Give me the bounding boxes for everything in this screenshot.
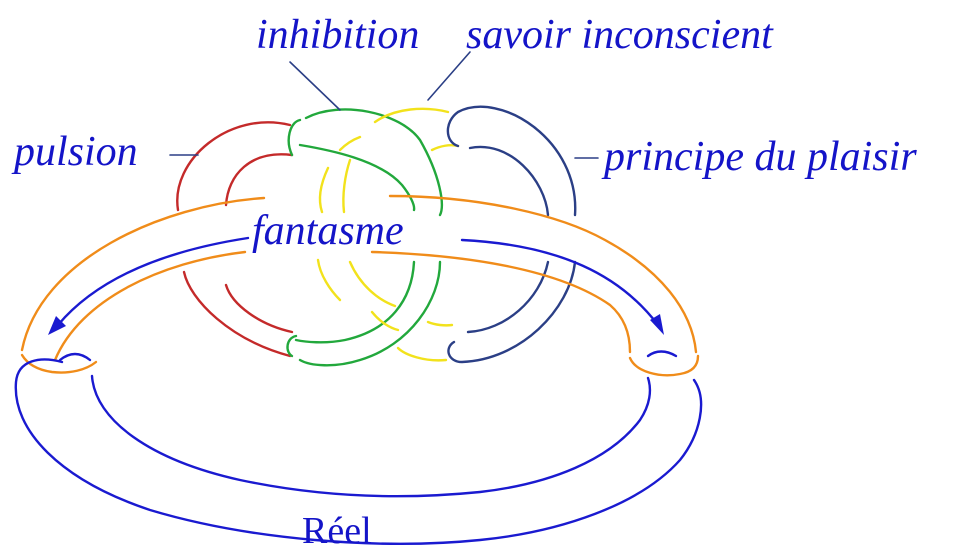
left-arrowhead [48, 316, 66, 335]
yellow-ring [316, 107, 460, 362]
leader-lines [169, 51, 599, 159]
label-inhibition: inhibition [256, 12, 419, 58]
right-arrow [460, 238, 660, 327]
left-arrow [56, 236, 250, 327]
label-fantasme: fantasme [252, 208, 404, 254]
red-ring [176, 121, 294, 358]
orange-ring [20, 194, 700, 377]
right-arrowhead [650, 314, 664, 335]
navy-ring [446, 105, 577, 364]
label-principe-du-plaisir: principe du plaisir [601, 134, 917, 180]
blue-ring [14, 350, 703, 545]
label-savoir-inconscient: savoir inconscient [466, 12, 774, 58]
label-pulsion: pulsion [11, 129, 138, 175]
label-reel: Réel [302, 510, 372, 552]
